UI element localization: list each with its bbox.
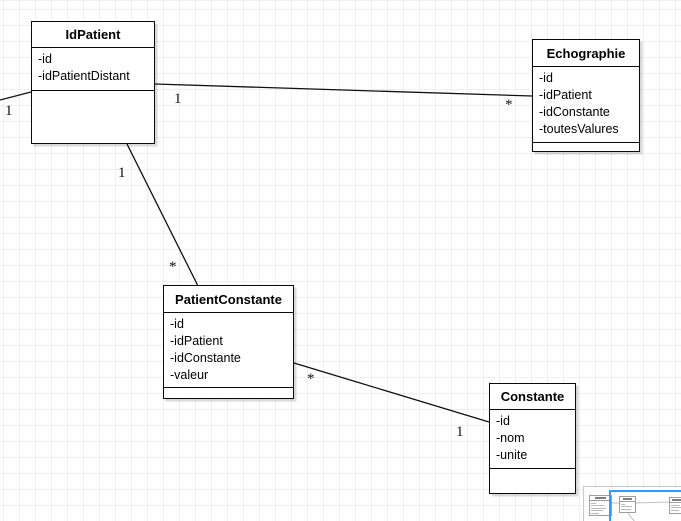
attribute: -idConstante <box>170 351 241 365</box>
class-title: Echographie <box>533 40 639 67</box>
edge-idpatient-to-patientconstante[interactable] <box>126 143 199 287</box>
class-attributes: -id -idPatient -idConstante -toutesValur… <box>533 67 639 143</box>
class-attributes: -id -nom -unite <box>490 410 575 469</box>
outline-mini-class <box>619 496 636 513</box>
outline-mini-class-title <box>620 497 635 502</box>
attribute: -nom <box>496 431 525 445</box>
outline-mini-class <box>669 497 681 514</box>
outline-panel[interactable] <box>583 486 681 521</box>
edge-patientconstante-to-constante[interactable] <box>293 362 490 423</box>
attribute: -valeur <box>170 368 209 382</box>
class-box-idpatient[interactable]: IdPatient -id -idPatientDistant <box>31 21 155 144</box>
multiplicity-label[interactable]: * <box>169 259 177 275</box>
class-title: Constante <box>490 384 575 410</box>
class-methods-empty <box>533 143 639 151</box>
attribute: -id <box>170 317 184 331</box>
multiplicity-label[interactable]: * <box>505 97 513 113</box>
outline-viewport[interactable] <box>609 490 681 521</box>
class-title: IdPatient <box>32 22 154 48</box>
multiplicity-label[interactable]: * <box>307 371 315 387</box>
attribute: -id <box>38 52 52 66</box>
edge-offscreen-to-idpatient[interactable] <box>0 91 32 101</box>
class-attributes: -id -idPatient -idConstante -valeur <box>164 313 293 388</box>
attribute: -idPatient <box>170 334 223 348</box>
class-methods-empty <box>32 91 154 143</box>
attribute: -id <box>539 71 553 85</box>
attribute: -toutesValures <box>539 122 619 136</box>
class-box-echographie[interactable]: Echographie -id -idPatient -idConstante … <box>532 39 640 152</box>
attribute: -unite <box>496 448 528 462</box>
multiplicity-label[interactable]: 1 <box>456 424 464 440</box>
class-title: PatientConstante <box>164 286 293 313</box>
attribute: -idPatient <box>539 88 592 102</box>
class-methods-empty <box>164 388 293 398</box>
edge-idpatient-to-echographie[interactable] <box>154 83 533 97</box>
attribute: -id <box>496 414 510 428</box>
outline-mini-class-title <box>670 498 681 503</box>
class-box-patientconstante[interactable]: PatientConstante -id -idPatient -idConst… <box>163 285 294 399</box>
multiplicity-label[interactable]: 1 <box>5 103 13 119</box>
outline-mini-class <box>589 495 612 516</box>
class-methods-empty <box>490 469 575 493</box>
class-attributes: -id -idPatientDistant <box>32 48 154 91</box>
class-box-constante[interactable]: Constante -id -nom -unite <box>489 383 576 494</box>
outline-mini-class-title <box>590 496 611 501</box>
attribute: -idPatientDistant <box>38 69 130 83</box>
attribute: -idConstante <box>539 105 610 119</box>
multiplicity-label[interactable]: 1 <box>174 91 182 107</box>
multiplicity-label[interactable]: 1 <box>118 165 126 181</box>
